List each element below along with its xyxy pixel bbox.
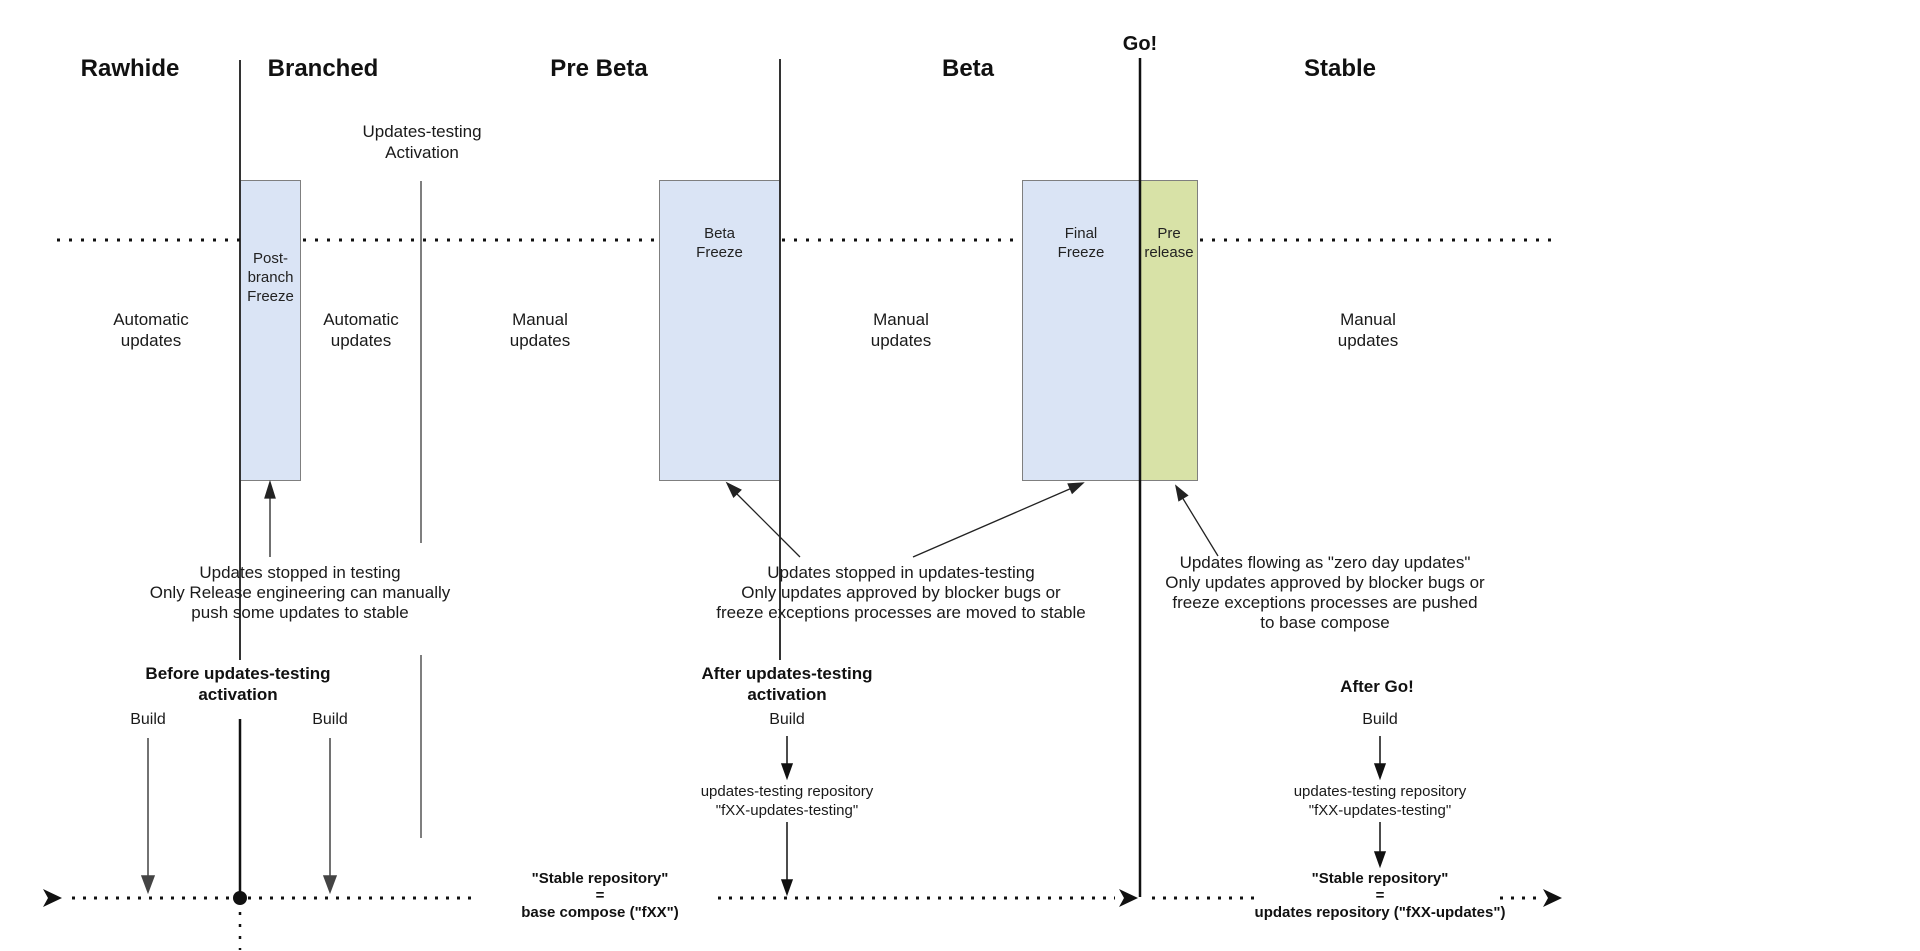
freeze-box-final-label: Final Freeze: [1057, 225, 1105, 261]
before-activation-title: Before updates-testing activation: [145, 664, 331, 704]
phase-heading-branched: Branched: [267, 55, 379, 82]
arrow-to-beta-freeze: [734, 491, 801, 558]
phase-heading-pre-beta: Pre Beta: [550, 55, 648, 82]
update-mode-pre-beta: Manual updates: [509, 310, 571, 350]
annotation-branched-freeze: Updates stopped in testing Only Release …: [149, 563, 451, 622]
annotation-arrows: [264, 479, 1219, 558]
freeze-box-beta-label: Beta Freeze: [696, 225, 743, 261]
build-flow-arrows-mid: [780, 736, 794, 897]
update-mode-beta: Manual updates: [870, 310, 932, 350]
arrow-to-prerelease: [1181, 496, 1219, 557]
phase-heading-rawhide: Rawhide: [80, 55, 180, 82]
timeline-arrowhead-left: [43, 889, 62, 907]
annotation-beta-freeze: Updates stopped in updates-testing Only …: [716, 563, 1086, 622]
build-flow-arrows-right: [1373, 736, 1387, 869]
branch-point: [233, 719, 247, 950]
update-mode-rawhide: Automatic updates: [113, 310, 189, 350]
phase-heading-stable: Stable: [1303, 55, 1377, 82]
after-activation-title: After updates-testing activation: [701, 664, 873, 704]
build-label-rawhide: Build: [130, 711, 166, 728]
annotation-zero-day-updates: Updates flowing as "zero day updates" On…: [1165, 553, 1485, 632]
build-label-mid: Build: [769, 711, 805, 728]
build-arrows-gray: [140, 738, 338, 895]
updates-testing-repo-label-right: updates-testing repository "fXX-updates-…: [1293, 783, 1467, 819]
freeze-box-post-branch-label: Post- branch Freeze: [247, 250, 294, 305]
freeze-box-post-branch: Post- branch Freeze: [240, 180, 301, 481]
arrow-to-final-freeze: [912, 487, 1073, 558]
freeze-box-final: Final Freeze: [1022, 180, 1140, 481]
updates-testing-repo-label-mid: updates-testing repository "fXX-updates-…: [700, 783, 874, 819]
timeline-arrowhead-right: [1543, 889, 1562, 907]
prerelease-box-label: Pre release: [1144, 225, 1194, 261]
go-label: Go!: [1122, 33, 1158, 55]
freeze-box-beta: Beta Freeze: [659, 180, 780, 481]
timeline: [43, 889, 1562, 907]
updates-testing-activation-label: Updates-testing Activation: [362, 122, 482, 162]
build-label-right: Build: [1362, 711, 1398, 728]
after-go-title: After Go!: [1340, 677, 1414, 696]
stable-repo-updates-label: "Stable repository" = updates repository…: [1254, 870, 1506, 921]
update-mode-stable: Manual updates: [1337, 310, 1399, 350]
update-mode-branched: Automatic updates: [323, 310, 399, 350]
timeline-arrowhead-go: [1119, 889, 1138, 907]
build-label-branched: Build: [312, 711, 348, 728]
stable-repo-base-label: "Stable repository" = base compose ("fXX…: [521, 870, 679, 921]
phase-heading-beta: Beta: [941, 55, 995, 82]
